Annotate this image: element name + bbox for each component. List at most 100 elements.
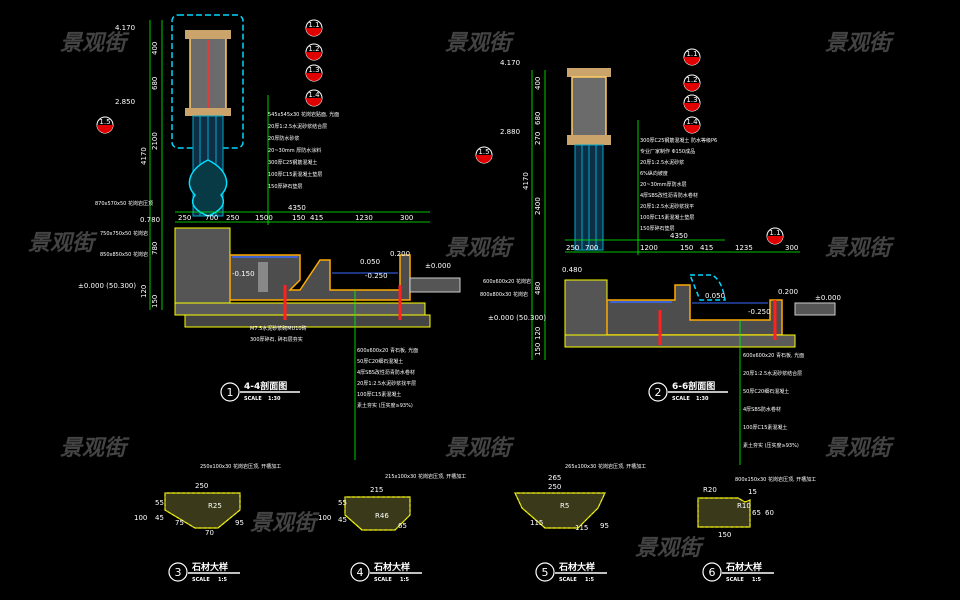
- elevation-label: 0.050: [705, 292, 725, 300]
- dimension-label: 415: [310, 214, 323, 222]
- dimension-label: 45: [155, 514, 164, 522]
- side-label: 870x570x50 花岗岩压顶: [95, 200, 153, 207]
- dimension-label: 1235: [735, 244, 753, 252]
- note-text: 20~30mm 厚防水涂料: [268, 147, 321, 154]
- detail-title: 石材大样: [373, 561, 410, 573]
- section-title: 4-4剖面图: [244, 380, 287, 392]
- dimension-label: 250: [548, 483, 561, 491]
- note-text: 100厚C15素混凝土: [357, 391, 401, 398]
- total-dimension: 4350: [288, 204, 306, 212]
- vertical-dimension: 4170: [140, 147, 148, 165]
- dimension-label: R5: [560, 502, 569, 510]
- detail-number: 5: [542, 566, 549, 579]
- elevation-label: -0.250: [748, 308, 771, 316]
- hatch: [164, 492, 241, 529]
- callout-fill: [476, 155, 492, 163]
- elevation-label: ±0.000: [425, 262, 451, 270]
- side-label: 600x600x20 花岗岩: [483, 278, 531, 285]
- note-text: 150厚碎石垫层: [268, 183, 303, 190]
- dimension-label: 250: [566, 244, 579, 252]
- elevation-label: 2.850: [115, 98, 135, 106]
- callout-label: 1.1: [769, 229, 780, 237]
- callout-fill: [684, 83, 700, 91]
- elevation-label: 0.050: [360, 258, 380, 266]
- vertical-dimension: 680: [534, 112, 542, 125]
- vertical-dimension: 120: [534, 327, 542, 340]
- highlight-box: [688, 274, 726, 301]
- watermark-text: 景观街: [28, 231, 98, 256]
- note-text: 20厚1:2.5水泥砂浆: [640, 159, 684, 166]
- dimension-label: 100: [134, 514, 147, 522]
- dimension-label: 150: [680, 244, 693, 252]
- vertical-dimension: 150: [534, 343, 542, 356]
- vertical-dimension: 400: [534, 77, 542, 90]
- pool-section-2: [564, 279, 836, 348]
- note-text: 20厚1:2.5水泥砂浆结合层: [743, 370, 802, 377]
- spec-label: 265x100x30 花岗岩压顶, 开槽加工: [565, 463, 646, 470]
- dimension-label: R46: [375, 512, 389, 520]
- dimension-label: 95: [600, 522, 609, 530]
- scale-label: SCALE: [192, 577, 210, 583]
- spec-label: 800x150x30 花岗岩压顶, 开槽加工: [735, 476, 816, 483]
- elevation-label: -0.150: [232, 270, 255, 278]
- note-text: 20厚1:2.5水泥砂浆找平层: [357, 380, 416, 387]
- callout-label: 1.1: [686, 50, 697, 58]
- scale-value: 1:30: [696, 396, 709, 402]
- elevation-label: 4.170: [500, 59, 520, 67]
- vertical-dimension: 680: [151, 77, 159, 90]
- callout-label: 1.2: [686, 76, 697, 84]
- callout-label: 1.4: [308, 91, 320, 99]
- note-text: 545x545x30 花岗岩贴面, 光面: [268, 111, 339, 118]
- detail-3: 250x100x30 花岗岩压顶, 开槽加工2501005545757095R2…: [134, 463, 281, 583]
- note-text: 300厚C25钢筋混凝土 防水等级P6: [640, 137, 717, 144]
- vertical-dimension: 4170: [522, 172, 530, 190]
- column-2: [567, 68, 611, 251]
- callout-label: 1.1: [308, 21, 319, 29]
- note-text: 6%纵向坡度: [640, 170, 668, 177]
- stone-details: 250x100x30 花岗岩压顶, 开槽加工2501005545757095R2…: [134, 463, 816, 583]
- vertical-dimension: 2400: [534, 197, 542, 215]
- dimension-label: 60: [765, 509, 774, 517]
- scale-label: SCALE: [672, 396, 690, 402]
- dimension-label: 300: [400, 214, 413, 222]
- dimension-label: 55: [338, 499, 347, 507]
- scale-value: 1:5: [585, 577, 594, 583]
- callout-fill: [684, 103, 700, 111]
- dimension-label: 65: [752, 509, 761, 517]
- total-dimension: 4350: [670, 232, 688, 240]
- vertical-dimension: 120: [140, 285, 148, 298]
- vertical-dimension: 150: [151, 295, 159, 308]
- section-title: 6-6剖面图: [672, 380, 715, 392]
- watermark-text: 景观街: [635, 536, 705, 561]
- dimension-label: 70: [205, 529, 214, 537]
- dimension-lines-2: [531, 70, 800, 465]
- elevation-label: 2.880: [500, 128, 520, 136]
- elevation-label: -0.250: [365, 272, 388, 280]
- elevation-label: 4.170: [115, 24, 135, 32]
- dimension-label: 1500: [255, 214, 273, 222]
- callout-fill: [684, 125, 700, 133]
- scale-value: 1:5: [752, 577, 761, 583]
- callout-fill: [306, 73, 322, 81]
- vertical-dimension: 270: [534, 132, 542, 145]
- scale-label: SCALE: [559, 577, 577, 583]
- dimension-lines-1: [149, 20, 430, 460]
- dimension-label: 1230: [355, 214, 373, 222]
- detail-title: 石材大样: [558, 561, 595, 573]
- dimension-label: 65: [398, 522, 407, 530]
- dimension-label: 55: [155, 499, 164, 507]
- dimension-label: 45: [338, 516, 347, 524]
- dimension-label: 415: [700, 244, 713, 252]
- note-text: M7.5水泥砂浆砌MU10砖: [250, 325, 307, 332]
- watermark-text: 景观街: [250, 511, 320, 536]
- dimension-label: 250: [195, 482, 208, 490]
- elevation-label: ±0.000 (50.300): [78, 282, 136, 290]
- note-text: 300厚C25钢筋混凝土: [268, 159, 317, 166]
- elevation-label: 0.480: [562, 266, 582, 274]
- note-text: 300厚碎石, 碎石层夯实: [250, 336, 303, 343]
- vase-ornament: [188, 159, 228, 217]
- watermark-text: 景观街: [445, 436, 515, 461]
